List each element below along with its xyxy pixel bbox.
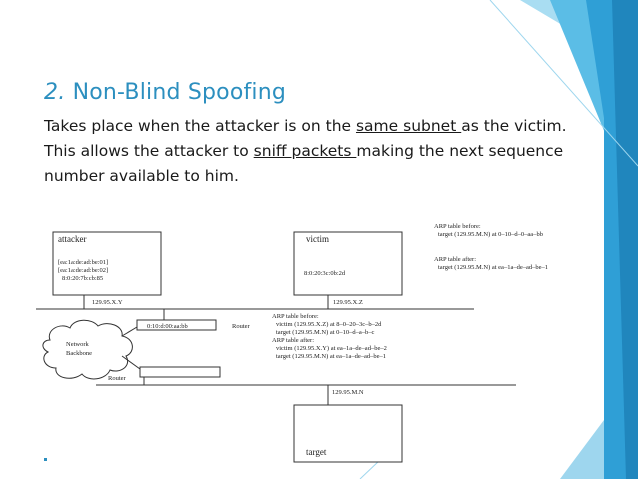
router-arp-after-row-1: victim (129.95.X.Y) at ea–1a–de–ad–be–2	[276, 345, 387, 352]
router-arp-before-row-2: target (129.95.M.N) at 0–10–d–a–b–c	[276, 329, 375, 336]
network-backbone-cloud	[42, 319, 133, 380]
router-arp-after-title: ARP table after:	[272, 337, 314, 344]
body-text-part-3: making the next sequence number availabl…	[44, 142, 564, 185]
attacker-box	[52, 231, 162, 296]
cloud-to-top-router	[121, 326, 138, 337]
cloud-to-bottom-router	[121, 355, 141, 370]
victim-mac: 8:0:20:3c:0b:2d	[304, 270, 346, 277]
bottom-router-box	[139, 366, 221, 378]
sniff-packets-link[interactable]: sniff packets	[253, 142, 357, 160]
accent-dot	[44, 458, 47, 461]
router-arp-before-title: ARP table before:	[272, 313, 319, 320]
top-router-label: Router	[232, 323, 251, 330]
top-router-mac: 0:10:d:00:aa:bb	[147, 323, 188, 330]
victim-arp-before-row: target (129.95.M.N) at 0–10–d–0–aa–bb	[438, 231, 543, 238]
attacker-label: attacker	[58, 234, 86, 244]
victim-arp-after-row: target (129.95.M.N) at ea–1a–de–ad–be–1	[438, 264, 548, 271]
decor-line-2	[359, 459, 381, 479]
target-ip: 129.95.M.N	[332, 389, 364, 396]
victim-box	[293, 231, 403, 296]
target-label: target	[306, 447, 327, 457]
same-subnet-link[interactable]: same subnet	[355, 117, 462, 135]
victim-arp-before-title: ARP table before:	[434, 223, 481, 230]
target-box	[293, 404, 403, 463]
decor-band-bottom	[560, 420, 604, 479]
body-text-part-1: Takes place when the attacker is on the	[44, 117, 356, 135]
heading-number: 2.	[44, 80, 66, 105]
top-router-box	[136, 319, 217, 331]
attacker-mac-2: [ea:1a:de:ad:be:02]	[58, 267, 108, 274]
router-arp-before-row-1: victim (129.95.X.Z) at 8–0–20–3c–b–2d	[276, 321, 382, 328]
attacker-mac-3: 8:0:20:7b:cb:85	[62, 275, 103, 282]
decor-band-dark	[612, 0, 638, 479]
decor-line-1	[489, 0, 638, 167]
router-arp-after-row-2: target (129.95.M.N) at ea–1a–de–ad–be–1	[276, 353, 386, 360]
network-diagram: attacker [ea:1a:de:ad:be:01] [ea:1a:de:a…	[36, 223, 548, 463]
slide-heading: 2. Non-Blind Spoofing	[44, 80, 286, 105]
heading-title: Non-Blind Spoofing	[72, 80, 287, 105]
attacker-mac-1: [ea:1a:de:ad:be:01]	[58, 259, 108, 266]
victim-ip: 129.95.X.Z	[333, 299, 363, 306]
victim-arp-after-title: ARP table after:	[434, 256, 476, 263]
victim-label: victim	[306, 234, 329, 244]
cloud-label-line-1: Network	[66, 341, 89, 348]
body-text-part-2: as the victim. This allows the attacker …	[44, 117, 567, 160]
attacker-ip: 129.95.X.Y	[92, 299, 123, 306]
bottom-router-label: Router	[108, 375, 127, 382]
slide-body-text: Takes place when the attacker is on the …	[44, 114, 584, 189]
cloud-label-line-2: Backbone	[66, 350, 92, 357]
